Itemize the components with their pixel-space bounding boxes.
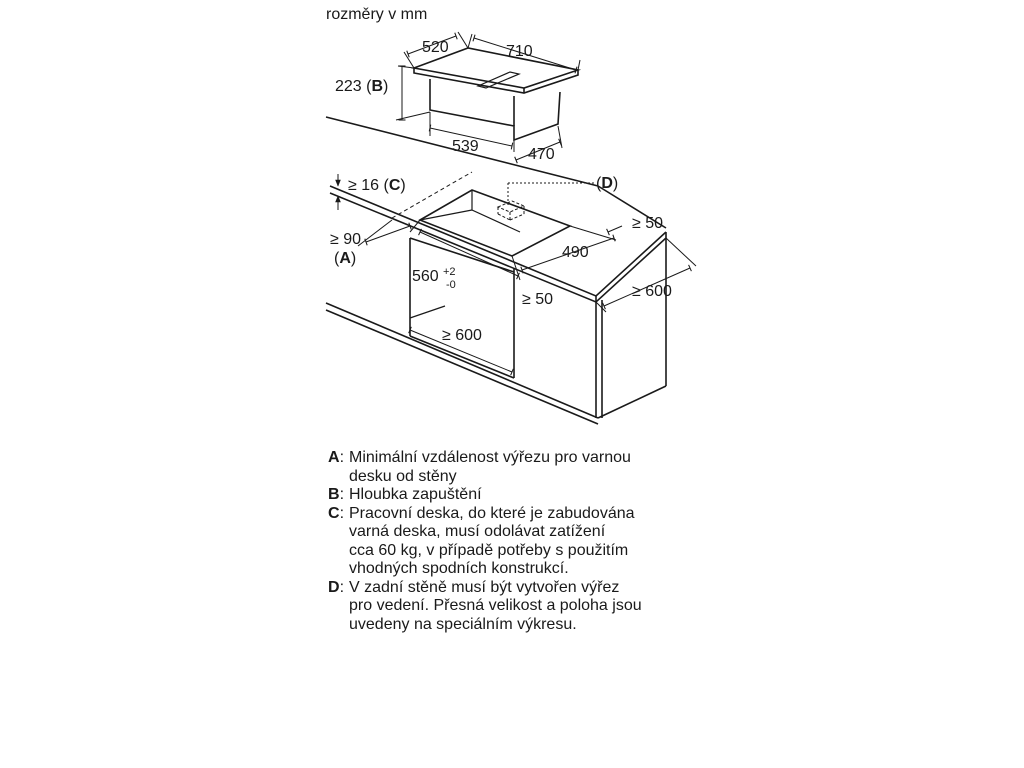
label-tolerance-plus: +2	[443, 266, 456, 278]
cabinet-drawing	[325, 116, 667, 425]
hob-drawing	[410, 47, 582, 142]
legend-line: uvedeny na speciálním výkresu.	[349, 615, 577, 633]
legend-line: Pracovní deska, do které je zabudována	[349, 504, 635, 522]
label-hob-depth: 520	[422, 39, 449, 56]
label-worktop-depth: ≥ 600	[632, 283, 672, 300]
label-cutout-depth: 490	[562, 244, 589, 261]
installation-diagram: 520 710 223 (B) 539 470	[325, 6, 697, 425]
duct-cutout-marker	[496, 200, 526, 213]
label-hob-height: 223 (B)	[335, 78, 388, 95]
legend-line: vhodných spodních konstrukcí.	[349, 560, 569, 577]
legend-line: varná deska, musí odolávat zatížení	[349, 523, 606, 540]
label-hob-width: 710	[506, 43, 533, 60]
cutout-dimensions	[335, 174, 697, 376]
label-wall-ref: (A)	[334, 250, 356, 267]
legend-item-c: C:Pracovní deska, do které je zabudována…	[328, 505, 748, 579]
hob-dimensions	[395, 31, 581, 164]
legend-line: pro vedení. Přesná velikost a poloha jso…	[349, 597, 642, 614]
label-duct-ref: (D)	[596, 175, 618, 192]
label-worktop-thickness: ≥ 16 (C)	[348, 177, 406, 194]
legend-item-b: B:Hloubka zapuštění	[328, 486, 748, 505]
legend-line: V zadní stěně musí být vytvořen výřez	[349, 578, 620, 596]
units-note: rozměry v mm	[326, 6, 427, 23]
legend-item-a: A:Minimální vzdálenost výřezu pro varnou…	[328, 449, 748, 486]
label-wall-distance: ≥ 90	[330, 231, 361, 248]
legend-line: cca 60 kg, v případě potřeby s použitím	[349, 541, 629, 559]
label-hob-body-depth: 470	[528, 146, 555, 163]
legend: A:Minimální vzdálenost výřezu pro varnou…	[328, 449, 748, 634]
legend-line: Hloubka zapuštění	[349, 486, 482, 503]
hob-body	[429, 79, 561, 142]
legend-key: D:	[328, 578, 345, 596]
legend-line: Minimální vzdálenost výřezu pro varnou	[349, 449, 631, 466]
label-side-clearance: ≥ 50	[632, 215, 663, 232]
legend-key: B:	[328, 486, 345, 503]
cutout-opening	[418, 189, 572, 257]
label-front-clearance: ≥ 50	[522, 291, 553, 308]
label-cutout-width: 560	[412, 268, 439, 285]
legend-key: C:	[328, 504, 345, 522]
legend-line: desku od stěny	[349, 467, 457, 485]
wall-top-line	[325, 116, 599, 187]
legend-key: A:	[328, 449, 345, 466]
label-cabinet-width: ≥ 600	[442, 327, 482, 344]
extraction-slot	[476, 71, 521, 89]
legend-text: Hloubka zapuštění	[349, 486, 748, 505]
worktop-outline	[329, 185, 667, 297]
label-tolerance-minus: -0	[446, 279, 456, 291]
